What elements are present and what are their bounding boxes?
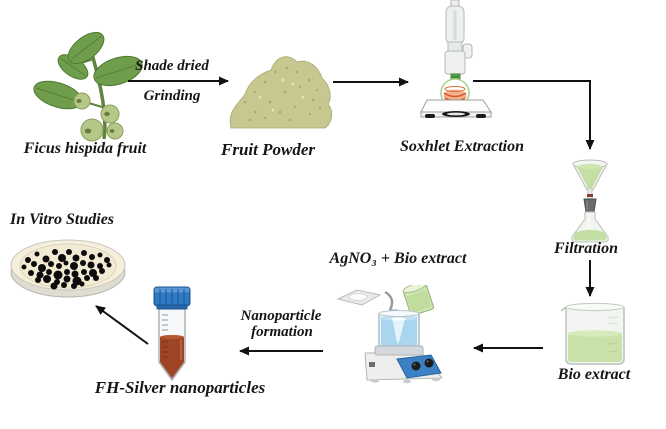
edge-label-formation: formation (251, 324, 313, 340)
bacterial-colonies (21, 249, 112, 290)
label-fh-silver-nanoparticles: FH-Silver nanoparticles (94, 378, 266, 397)
fruit-powder-pile-icon (229, 56, 333, 129)
edge-label-grinding: Grinding (143, 88, 201, 104)
filtration-funnel-flask-icon (571, 159, 609, 243)
pour-arrow-icon (384, 290, 399, 317)
edge-label-shade-dried: Shade dried (135, 58, 209, 74)
arrow-nanoparticles-to-invitro (95, 305, 149, 345)
label-soxhlet-extraction: Soxhlet Extraction (399, 138, 525, 155)
falcon-tube-icon (153, 286, 191, 382)
label-in-vitro-studies: In Vitro Studies (9, 211, 115, 228)
weigh-paper-icon (336, 289, 382, 306)
label-ficus-hispida-fruit: Ficus hispida fruit (23, 140, 147, 157)
label-fruit-powder: Fruit Powder (221, 140, 315, 159)
ficus-branch-icon (33, 31, 143, 142)
label-bio-extract: Bio extract (557, 366, 631, 383)
arrow-soxhlet-to-filtration (473, 80, 595, 150)
soxhlet-apparatus-icon (420, 0, 492, 118)
ficus-fruits (73, 92, 124, 142)
magnetic-stirrer-icon (336, 285, 443, 384)
bio-extract-beaker-icon (560, 302, 625, 365)
stirrer-base-icon (364, 345, 443, 384)
edge-label-nanoparticle: Nanoparticle (240, 308, 322, 324)
petri-dish-icon (10, 239, 126, 298)
label-agno3-bio-extract: AgNO₃ + Bio extract (329, 250, 467, 267)
label-filtration: Filtration (553, 240, 619, 257)
pour-cup-icon (402, 285, 435, 316)
vortex-beaker-icon (378, 310, 420, 351)
